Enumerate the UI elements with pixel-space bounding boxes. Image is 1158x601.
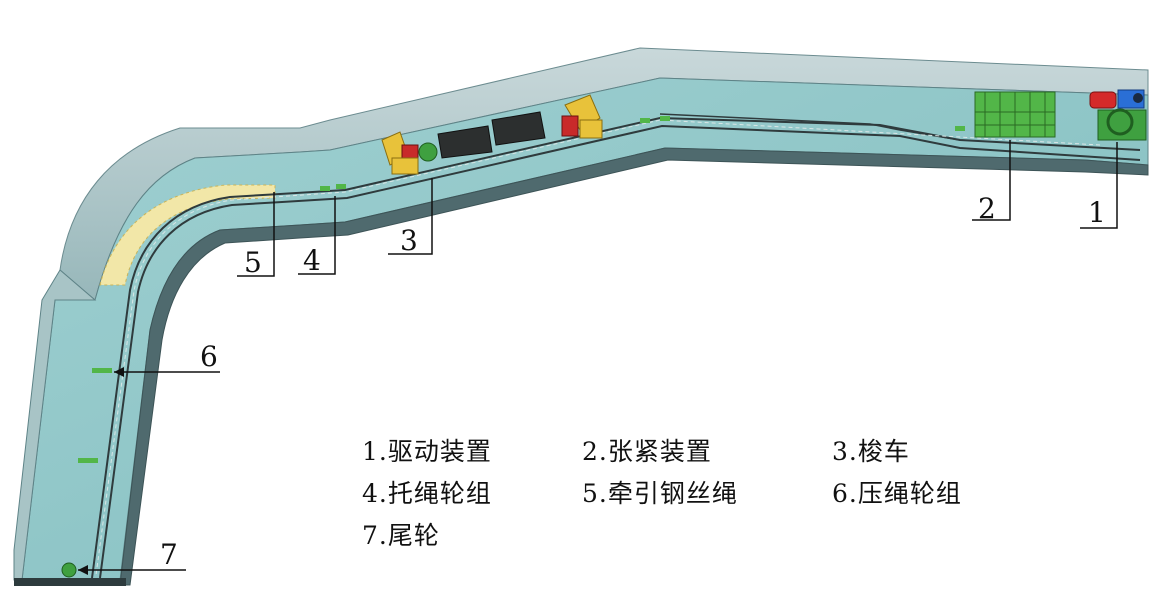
pressure-roller-group-lower (78, 458, 98, 463)
tunnel-inner-wall (119, 147, 1149, 586)
callout-leader-4 (298, 196, 336, 275)
legend-item-1: 1.驱动装置 (362, 437, 492, 466)
callout-number-3: 3 (400, 224, 418, 257)
support-roller-group (320, 116, 965, 191)
callout-leader-3 (388, 178, 433, 255)
callout-leader-1 (1080, 142, 1118, 229)
callout-number-5: 5 (244, 246, 262, 279)
callout-leader-2 (972, 140, 1011, 221)
wire-rope (95, 119, 1101, 576)
callout-number-7: 7 (160, 538, 178, 571)
legend-item-7: 7.尾轮 (362, 521, 440, 550)
legend-item-3: 3.梭车 (832, 437, 910, 466)
legend-item-4: 4.托绳轮组 (362, 479, 492, 508)
tail-wheel (61, 562, 77, 578)
callout-number-4: 4 (303, 244, 321, 277)
legend-item-6: 6.压绳轮组 (832, 479, 962, 508)
tension-unit (974, 91, 1056, 138)
callout-arrow-6 (114, 367, 124, 377)
callout-number-2: 2 (978, 192, 996, 225)
pressure-roller-group (92, 368, 112, 373)
callout-number-1: 1 (1088, 196, 1106, 229)
callout-number-6: 6 (200, 340, 218, 373)
legend-item-5: 5.牵引钢丝绳 (582, 479, 738, 508)
rail-right (99, 124, 1141, 579)
drive-unit (1089, 89, 1147, 141)
tunnel-bottom-cap (14, 578, 126, 586)
rail-left (91, 116, 1141, 579)
legend-item-2: 2.张紧装置 (582, 437, 712, 466)
shuttle-car (381, 94, 603, 175)
callout-leader-5 (237, 192, 275, 277)
callout-arrow-7 (78, 565, 88, 575)
